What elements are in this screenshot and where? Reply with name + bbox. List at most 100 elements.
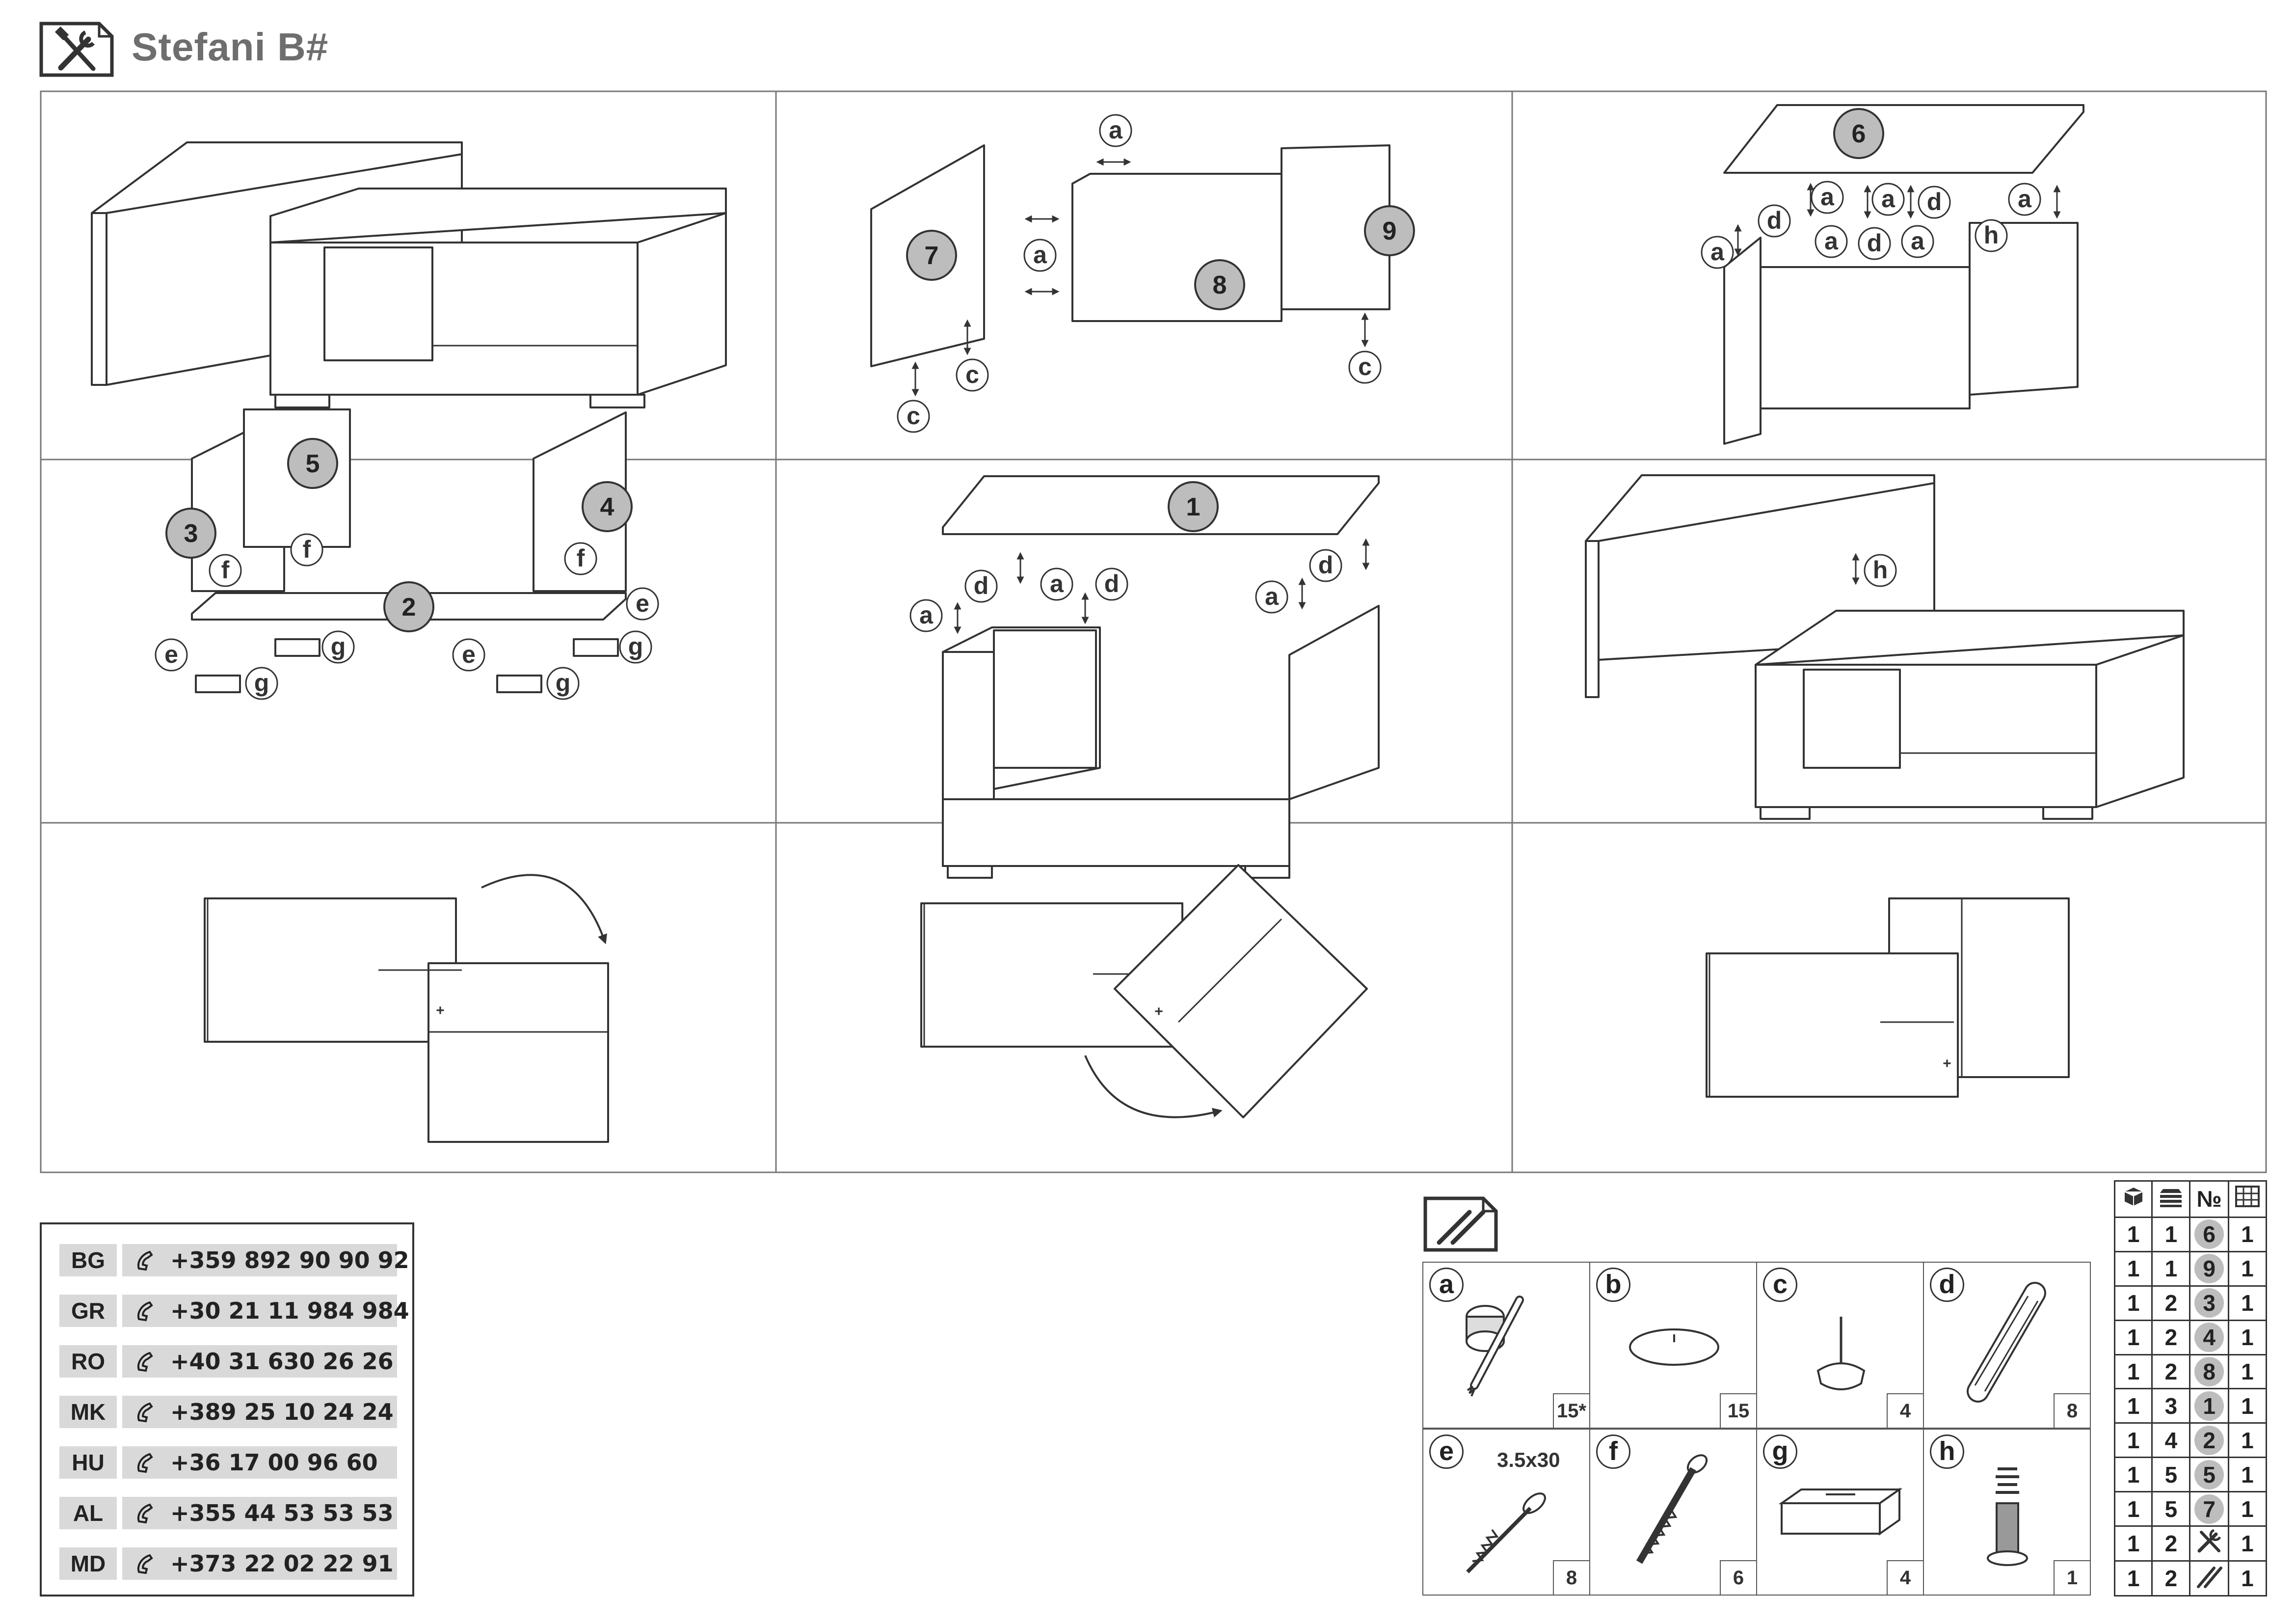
svg-text:c: c [1358,353,1372,380]
hardware-qty: 15 [1720,1393,1756,1428]
parts-table-header: № [2113,1180,2268,1218]
svg-text:h: h [1984,221,1999,249]
service-contacts: BG +359 892 90 90 92 GR +30 21 11 984 98… [40,1222,414,1597]
step-9-final-view: + [1706,897,2070,1098]
svg-text:5: 5 [306,450,320,478]
phone-number[interactable]: +30 21 11 984 984 [170,1298,409,1324]
phone-number[interactable]: +355 44 53 53 53 [170,1500,394,1526]
parts-row: 1 4 2 1 [2113,1422,2268,1459]
svg-text:a: a [1820,183,1835,211]
svg-text:c: c [907,402,920,430]
svg-text:g: g [556,669,571,697]
hardware-letter: d [1930,1268,1964,1302]
tools-icon [39,22,114,77]
tools-icon [2197,1529,2221,1553]
svg-text:e: e [462,641,476,668]
part-number: 8 [2194,1357,2224,1387]
parts-row: 1 1 6 1 [2113,1216,2268,1252]
svg-text:a: a [1109,116,1123,144]
part-number: 2 [2194,1425,2224,1455]
svg-text:e: e [636,590,649,617]
svg-text:+: + [436,1002,445,1019]
hardware-qty: 15* [1552,1393,1589,1428]
hardware-size: 3.5x30 [1497,1448,1560,1471]
hardware-qty: 6 [1720,1560,1756,1595]
step-5-top-onto-base: 1 a d a d a d [909,475,1380,879]
pivot-fitting-icon [1987,1467,2028,1566]
hardware-item-a: a 15* [1422,1262,1590,1429]
hardware-qty: 8 [1553,1560,1589,1595]
document-title: Stefani B# [132,25,329,69]
hardware-qty: 4 [1887,1393,1923,1428]
svg-text:a: a [1911,227,1925,255]
country-code: HU [59,1446,117,1479]
phone-icon [137,1453,153,1473]
hardware-list: a 15* b 15 c 4 d 8 e 3. [1422,1262,2095,1596]
svg-text:9: 9 [1383,217,1397,245]
svg-text:h: h [1873,556,1888,584]
glide-nail-icon [1816,1317,1866,1390]
step-4-base-assembly: 2 3 5 4 f f f g g g g e e e [155,408,659,700]
phone-number[interactable]: +373 22 02 22 91 [170,1550,394,1577]
number-header: № [2189,1180,2229,1218]
svg-text:g: g [628,633,643,660]
phone-number[interactable]: +359 892 90 90 92 [170,1247,409,1273]
hardware-item-e: e 3.5x30 8 [1422,1429,1590,1596]
svg-text:a: a [919,601,934,629]
cover-cap-icon [1629,1328,1719,1366]
svg-text:8: 8 [1213,271,1227,299]
cam-lock-icon [1466,1296,1524,1397]
svg-text:a: a [1881,185,1896,213]
grid-icon [2227,1180,2268,1218]
part-number: 5 [2194,1460,2224,1489]
svg-text:d: d [1867,229,1882,257]
svg-text:d: d [974,572,989,599]
assembly-steps-grid: .ln { fill: #fff; stroke: #333; stroke-w… [40,90,2267,1173]
phone-icon [137,1352,153,1372]
phone-icon [137,1503,153,1524]
svg-text:d: d [1767,207,1782,234]
part-number: 7 [2194,1494,2224,1524]
phone-number[interactable]: +40 31 630 26 26 [170,1348,394,1375]
hardware-item-c: c 4 [1756,1262,1924,1429]
hardware-letter: h [1930,1435,1964,1469]
step-2-back-panels: 7 8 9 a a c c c [870,114,1415,433]
svg-text:e: e [164,641,178,668]
part-number: 9 [2194,1254,2224,1284]
phone-icon [137,1301,153,1322]
phone-number[interactable]: +36 17 00 96 60 [170,1449,378,1476]
svg-text:f: f [221,556,230,584]
fittings-icon [2197,1566,2223,1588]
hardware-item-d: d 8 [1923,1262,2091,1429]
phone-number[interactable]: +389 25 10 24 24 [170,1399,394,1425]
wood-dowel-icon [1967,1282,2046,1403]
svg-text:+: + [1154,1003,1163,1020]
svg-text:g: g [254,669,269,697]
hardware-qty: 1 [2054,1560,2090,1595]
svg-text:4: 4 [600,493,614,521]
step-1-overview [91,141,727,408]
fittings-icon [1423,1196,1498,1252]
country-code: GR [59,1295,117,1327]
phone-icon [137,1554,153,1574]
country-code: AL [59,1497,117,1529]
parts-row: 1 2 3 1 [2113,1285,2268,1321]
svg-text:7: 7 [925,242,939,270]
svg-text:c: c [965,361,979,388]
parts-row: 1 2 4 1 [2113,1319,2268,1355]
svg-text:a: a [2018,185,2032,213]
box-icon [2113,1180,2153,1218]
hardware-letter: e [1429,1435,1464,1469]
svg-text:a: a [1050,570,1064,597]
hardware-item-g: g 4 [1756,1429,1924,1596]
phone-icon [137,1250,153,1271]
country-code: MD [59,1547,117,1580]
part-number: 3 [2194,1288,2224,1318]
svg-text:1: 1 [1186,493,1201,521]
svg-text:d: d [1104,570,1120,597]
hardware-item-b: b 15 [1589,1262,1757,1429]
svg-text:3: 3 [184,519,198,548]
wood-screw-icon [1466,1492,1546,1573]
parts-row: 1 1 9 1 [2113,1250,2268,1287]
parts-row: 1 2 1 [2113,1560,2268,1597]
